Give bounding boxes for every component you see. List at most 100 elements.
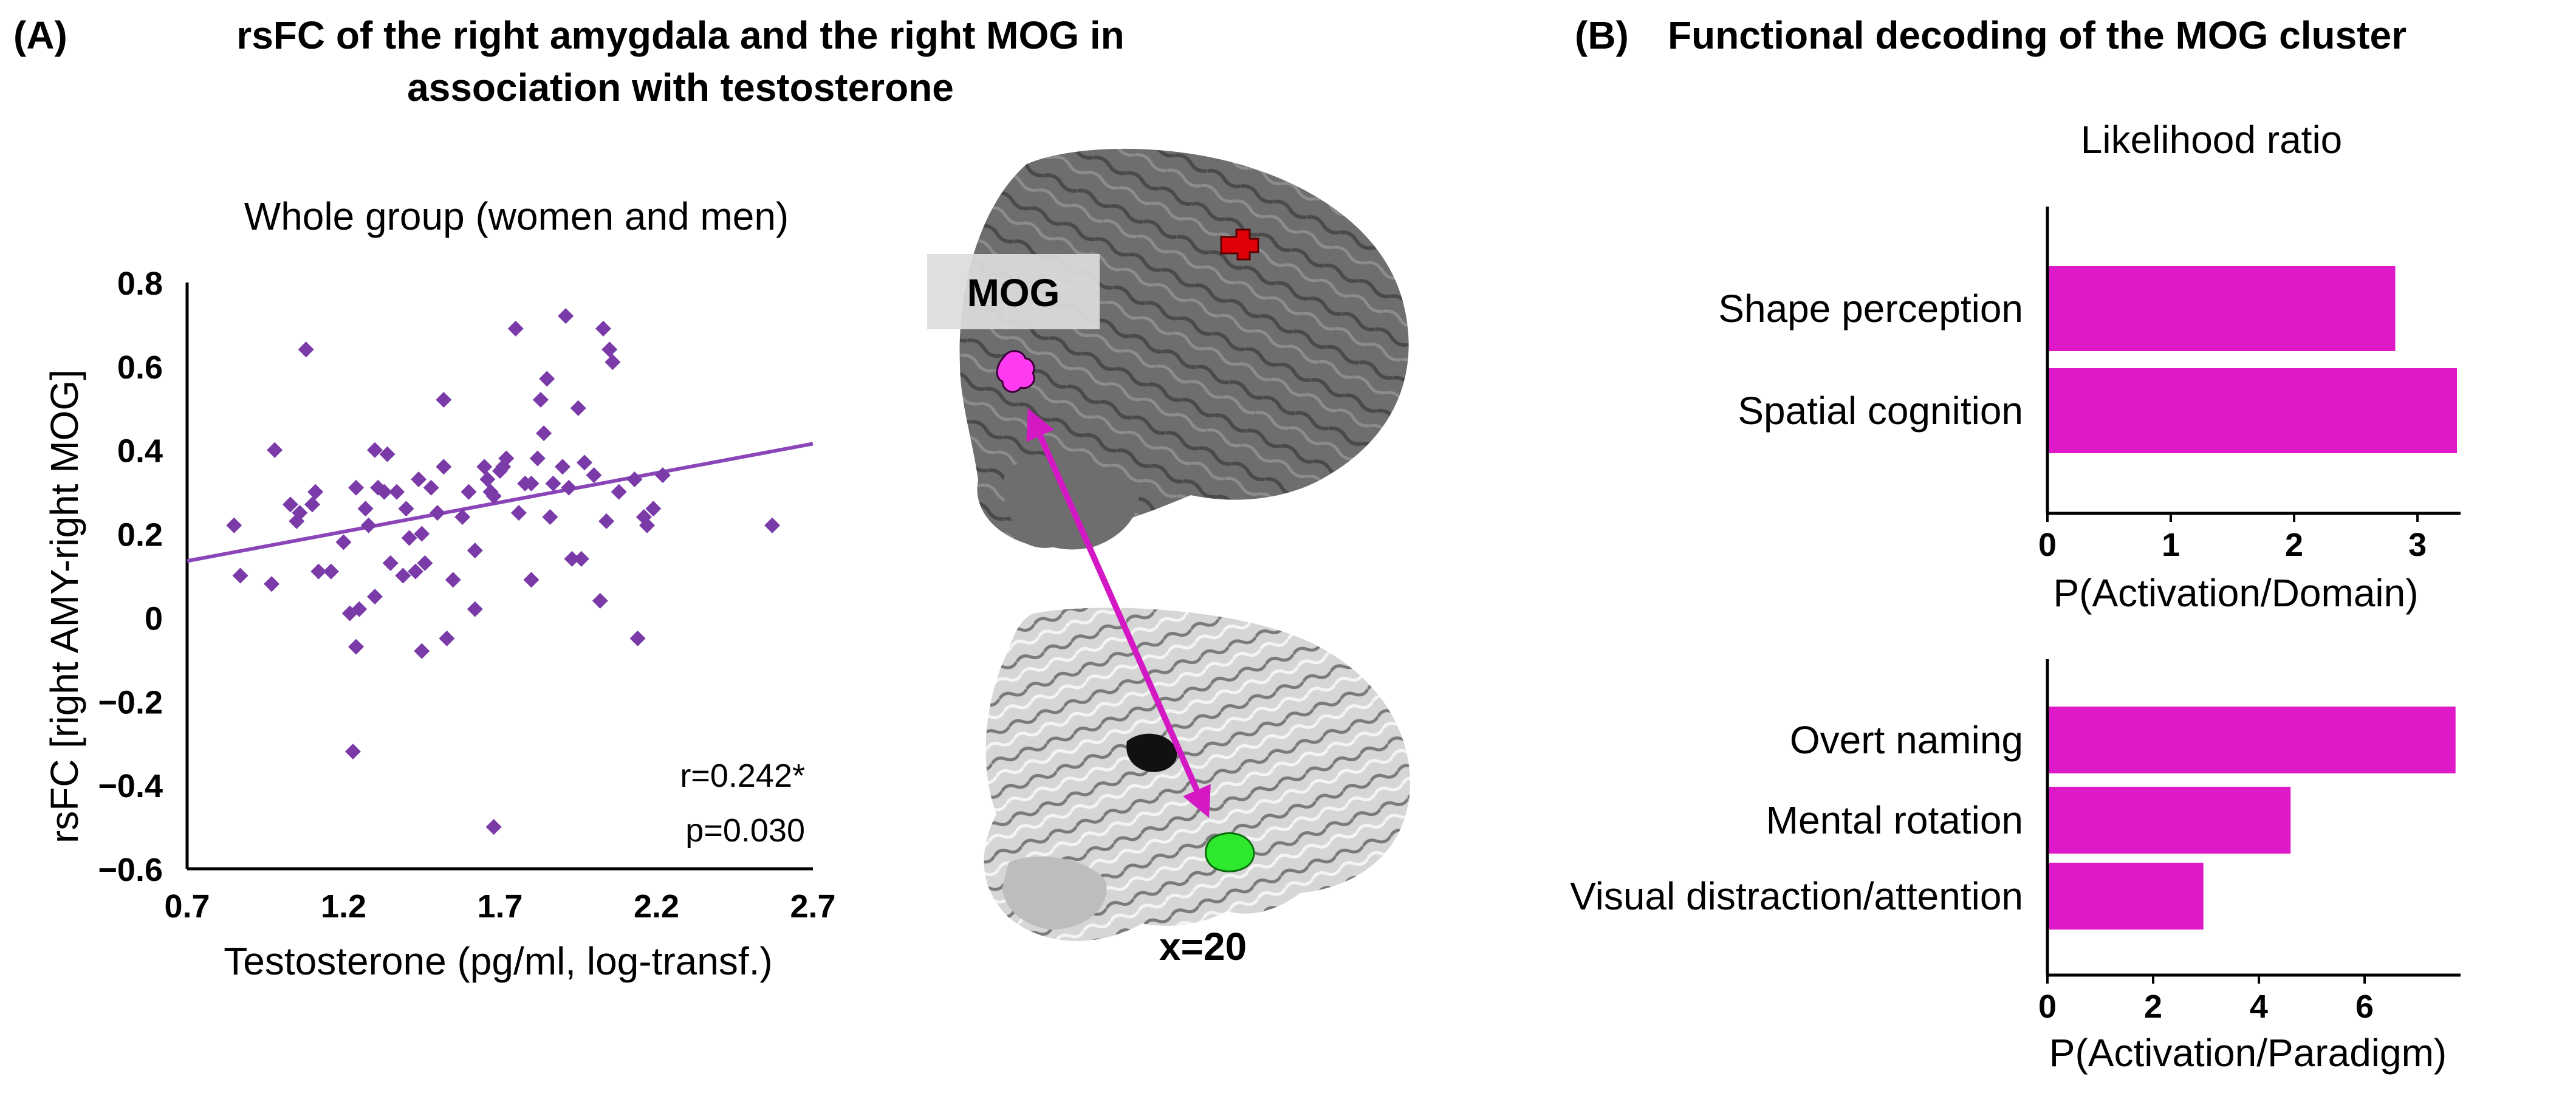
regression-line <box>187 442 814 563</box>
likelihood-ratio-subtitle: Likelihood ratio <box>2081 118 2343 162</box>
scatter-point <box>573 550 589 567</box>
x-tick-label: 0 <box>2038 527 2057 563</box>
scatter-point <box>507 320 524 337</box>
scatter-title: Whole group (women and men) <box>244 194 789 238</box>
scatter-point <box>226 517 242 533</box>
scatter-point <box>436 459 452 475</box>
scatter-point <box>479 471 496 487</box>
bar <box>2047 787 2291 854</box>
sagittal-brain-slice <box>984 608 1410 941</box>
scatter-x-tick-label: 2.7 <box>790 888 835 925</box>
scatter-y-label: rsFC [right AMY-right MOG] <box>43 369 86 843</box>
scatter-point <box>367 588 383 605</box>
scatter-point <box>267 442 283 458</box>
scatter-point <box>292 505 308 521</box>
panel-a-title-line2: association with testosterone <box>407 66 954 109</box>
domain-bars <box>2047 266 2458 453</box>
scatter-point <box>401 530 417 546</box>
scatter-point <box>564 550 580 567</box>
scatter-plot: Whole group (women and men) 0.8 0.6 0.4 0.2… <box>43 194 836 983</box>
scatter-point <box>417 555 433 571</box>
panel-a-title-line1: rsFC of the right amygdala and the right… <box>236 13 1124 57</box>
paradigm-bars <box>2047 707 2456 930</box>
mog-label-box <box>927 254 1100 329</box>
amygdala-cluster-icon <box>1205 832 1255 872</box>
scatter-point <box>282 496 298 513</box>
scatter-y-tick-label: 0.4 <box>117 433 163 470</box>
panel-b-title: Functional decoding of the MOG cluster <box>1668 13 2406 57</box>
scatter-point <box>348 639 365 655</box>
scatter-point <box>629 630 646 646</box>
scatter-y-tick-label: 0 <box>145 600 163 637</box>
scatter-point <box>476 459 493 475</box>
scatter-x-tick-label: 2.2 <box>634 888 679 925</box>
scatter-point <box>407 563 423 580</box>
x-tick-label: 4 <box>2250 988 2268 1025</box>
paradigm-x-label: P(Activation/Paradigm) <box>2049 1031 2447 1075</box>
scatter-point <box>445 572 461 588</box>
scatter-x-tick-label: 0.7 <box>164 888 210 925</box>
scatter-point <box>485 819 502 835</box>
scatter-point <box>454 509 471 525</box>
scatter-point <box>367 442 383 458</box>
mog-label: MOG <box>967 271 1060 315</box>
scatter-point <box>344 744 361 759</box>
scatter-point <box>439 630 455 646</box>
scatter-point <box>436 392 452 408</box>
scatter-point <box>389 484 405 500</box>
scatter-point <box>351 601 368 617</box>
scatter-point <box>348 479 365 496</box>
scatter-y-tick-label: 0.6 <box>117 349 163 386</box>
scatter-point <box>536 425 552 442</box>
scatter-point <box>545 475 561 491</box>
bar-category-label: Visual distraction/attention <box>1570 874 2023 918</box>
bar-category-label: Shape perception <box>1718 287 2023 331</box>
scatter-point <box>485 488 502 504</box>
scatter-point <box>561 479 577 496</box>
scatter-point <box>307 484 324 500</box>
scatter-y-tick-label: −0.4 <box>98 768 163 804</box>
x-tick-label: 3 <box>2408 527 2427 563</box>
scatter-point <box>382 555 399 571</box>
scatter-point <box>570 400 586 416</box>
correlation-r-annotation: r=0.242* <box>680 758 805 794</box>
scatter-x-tick-label: 1.2 <box>321 888 366 925</box>
scatter-y-tick-label: −0.6 <box>98 852 163 888</box>
scatter-point <box>467 543 483 559</box>
scatter-point <box>605 354 621 370</box>
scatter-point <box>323 563 339 580</box>
scatter-point <box>558 308 574 324</box>
scatter-point <box>523 475 540 491</box>
scatter-y-tick-label: 0.8 <box>117 265 163 302</box>
scatter-point <box>542 509 558 525</box>
connectivity-arrow <box>1026 408 1211 818</box>
scatter-y-ticks: 0.80.60.40.20−0.2−0.4−0.6 <box>98 265 163 888</box>
x-tick-label: 2 <box>2144 988 2162 1025</box>
scatter-point <box>598 513 615 529</box>
scatter-point <box>304 496 320 513</box>
scatter-point <box>523 572 540 588</box>
scatter-point <box>360 517 377 533</box>
scatter-point <box>586 467 602 484</box>
scatter-point <box>626 471 643 487</box>
panel-a-label: (A) <box>13 13 67 57</box>
scatter-points <box>226 308 781 835</box>
scatter-point <box>335 534 352 550</box>
scatter-y-tick-label: 0.2 <box>117 517 163 553</box>
scatter-point <box>414 526 430 542</box>
domain-x-label: P(Activation/Domain) <box>2053 571 2418 615</box>
scatter-point <box>611 484 627 500</box>
scatter-point <box>654 467 671 484</box>
scatter-point <box>592 592 608 609</box>
x-tick-label: 2 <box>2285 527 2303 563</box>
slice-coordinate-label: x=20 <box>1159 925 1247 968</box>
scatter-point <box>376 484 392 500</box>
scatter-point <box>298 341 314 358</box>
bar-category-label: Mental rotation <box>1766 798 2023 842</box>
